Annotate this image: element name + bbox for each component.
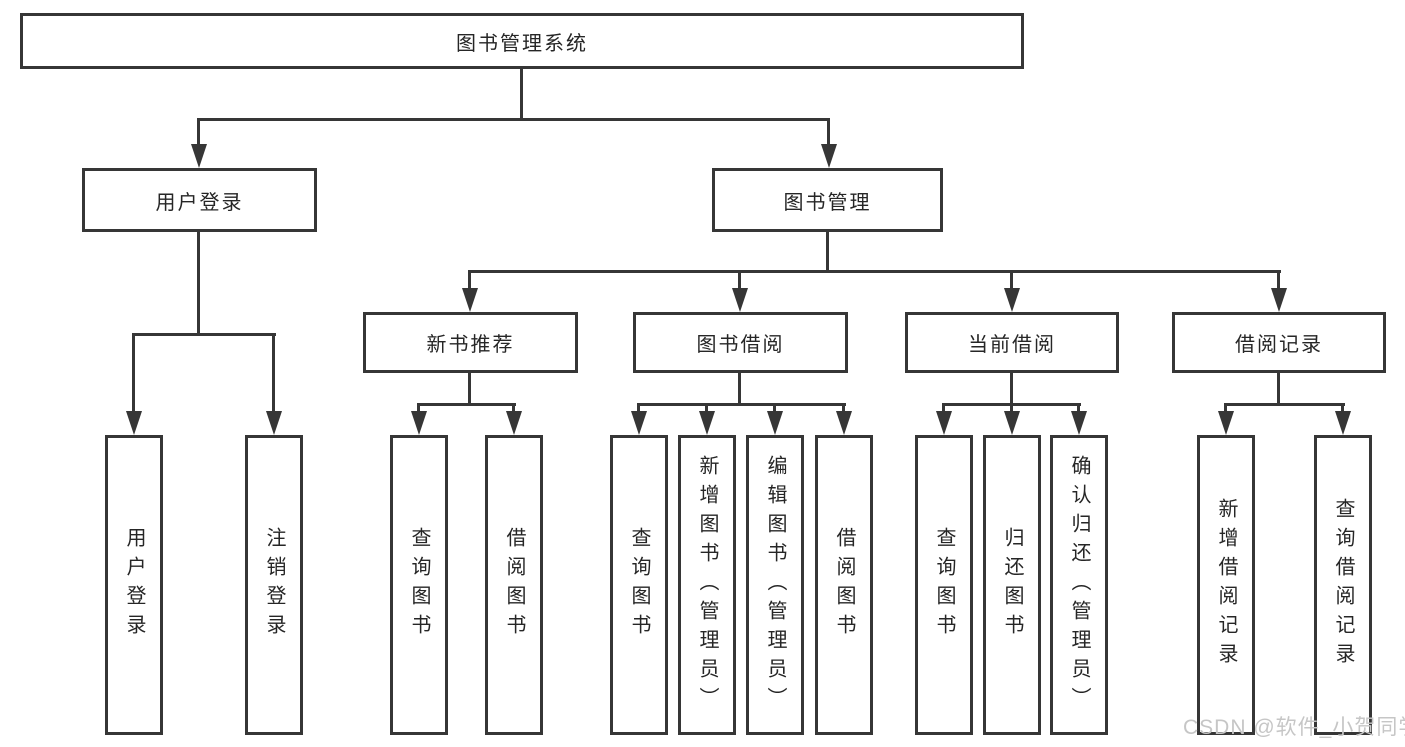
arrow-down-icon [462, 288, 478, 312]
connector-drop [1224, 403, 1227, 417]
connector-current-borrow-stem [1010, 371, 1013, 406]
connector-drop [1077, 403, 1080, 417]
arrow-down-icon [506, 411, 522, 435]
leaf-bb-borrow-books: 借阅图书 [815, 435, 873, 735]
connector-new-book-rec-stem [468, 371, 471, 406]
node-user-login-label: 用户登录 [155, 191, 244, 214]
leaf-user-login-label: 用户登录 [123, 527, 145, 643]
node-root-label: 图书管理系统 [456, 32, 588, 55]
arrow-down-icon [767, 411, 783, 435]
connector-drop-leaf-user-login [132, 333, 135, 413]
leaf-nbr-borrow-books-label: 借阅图书 [503, 527, 525, 643]
node-book-borrow: 图书借阅 [633, 312, 848, 373]
connector-root-stem [520, 69, 523, 121]
connector-level1-bar [197, 118, 830, 121]
connector-user-login-stem [197, 232, 200, 336]
leaf-bb-add-books-admin: 新增图书（管理员） [678, 435, 736, 735]
connector-drop-book-borrow [738, 270, 741, 294]
connector-book-mgmt-stem [826, 232, 829, 273]
node-book-borrow-label: 图书借阅 [696, 334, 785, 356]
connector-drop [773, 403, 776, 417]
arrow-down-icon [411, 411, 427, 435]
arrow-down-icon [836, 411, 852, 435]
leaf-bb-edit-books-admin-label: 编辑图书（管理员） [764, 454, 786, 716]
connector-drop [417, 403, 420, 417]
csdn-watermark: CSDN @软件_小贺同学 [1183, 716, 1405, 739]
leaf-logout-label: 注销登录 [263, 527, 285, 643]
node-new-book-rec-label: 新书推荐 [426, 334, 515, 356]
connector-drop [942, 403, 945, 417]
leaf-cb-query-books: 查询图书 [915, 435, 973, 735]
node-user-login: 用户登录 [82, 168, 317, 232]
connector-drop-user-login [197, 118, 200, 148]
leaf-cb-query-books-label: 查询图书 [933, 527, 955, 643]
node-current-borrow: 当前借阅 [905, 312, 1119, 373]
connector-drop [705, 403, 708, 417]
arrow-down-icon [1271, 288, 1287, 312]
arrow-down-icon [191, 144, 207, 168]
arrow-down-icon [1071, 411, 1087, 435]
connector-level3-bar [468, 270, 1281, 273]
node-root: 图书管理系统 [20, 13, 1024, 69]
node-book-mgmt-label: 图书管理 [783, 191, 872, 214]
leaf-bb-borrow-books-label: 借阅图书 [833, 527, 855, 643]
connector-drop [1010, 403, 1013, 417]
connector-drop [637, 403, 640, 417]
leaf-nbr-query-books: 查询图书 [390, 435, 448, 735]
leaf-bb-edit-books-admin: 编辑图书（管理员） [746, 435, 804, 735]
arrow-down-icon [1218, 411, 1234, 435]
leaf-bb-query-books-label: 查询图书 [628, 527, 650, 643]
connector-drop [1341, 403, 1344, 417]
arrow-down-icon [1004, 411, 1020, 435]
arrow-down-icon [821, 144, 837, 168]
connector-drop-leaf-logout [272, 333, 275, 413]
connector-drop-book-mgmt [827, 118, 830, 148]
leaf-br-add-record-label: 新增借阅记录 [1215, 498, 1237, 672]
leaf-cb-confirm-return-admin-label: 确认归还（管理员） [1068, 454, 1090, 716]
leaf-br-add-record: 新增借阅记录 [1197, 435, 1255, 735]
connector-drop-current-borrow [1010, 270, 1013, 294]
connector-borrow-records-bar [1224, 403, 1345, 406]
arrow-down-icon [1335, 411, 1351, 435]
node-borrow-records-label: 借阅记录 [1235, 334, 1323, 356]
node-borrow-records: 借阅记录 [1172, 312, 1386, 373]
connector-book-borrow-stem [738, 371, 741, 406]
arrow-down-icon [936, 411, 952, 435]
arrow-down-icon [126, 411, 142, 435]
leaf-cb-return-books: 归还图书 [983, 435, 1041, 735]
connector-drop-new-book-rec [468, 270, 471, 294]
connector-new-book-rec-bar [417, 403, 516, 406]
arrow-down-icon [631, 411, 647, 435]
leaf-user-login: 用户登录 [105, 435, 163, 735]
leaf-bb-query-books: 查询图书 [610, 435, 668, 735]
leaf-cb-confirm-return-admin: 确认归还（管理员） [1050, 435, 1108, 735]
arrow-down-icon [732, 288, 748, 312]
arrow-down-icon [699, 411, 715, 435]
arrow-down-icon [1004, 288, 1020, 312]
arrow-down-icon [266, 411, 282, 435]
leaf-nbr-query-books-label: 查询图书 [408, 527, 430, 643]
connector-drop [512, 403, 515, 417]
leaf-nbr-borrow-books: 借阅图书 [485, 435, 543, 735]
connector-user-login-bar [132, 333, 276, 336]
leaf-logout: 注销登录 [245, 435, 303, 735]
connector-drop-borrow-records [1277, 270, 1280, 294]
leaf-bb-add-books-admin-label: 新增图书（管理员） [696, 454, 718, 716]
connector-drop [842, 403, 845, 417]
connector-book-borrow-bar [637, 403, 846, 406]
node-current-borrow-label: 当前借阅 [968, 334, 1056, 356]
leaf-cb-return-books-label: 归还图书 [1001, 527, 1023, 643]
node-new-book-rec: 新书推荐 [363, 312, 578, 373]
leaf-br-query-record: 查询借阅记录 [1314, 435, 1372, 735]
connector-borrow-records-stem [1277, 371, 1280, 406]
node-book-mgmt: 图书管理 [712, 168, 943, 232]
leaf-br-query-record-label: 查询借阅记录 [1332, 498, 1354, 672]
